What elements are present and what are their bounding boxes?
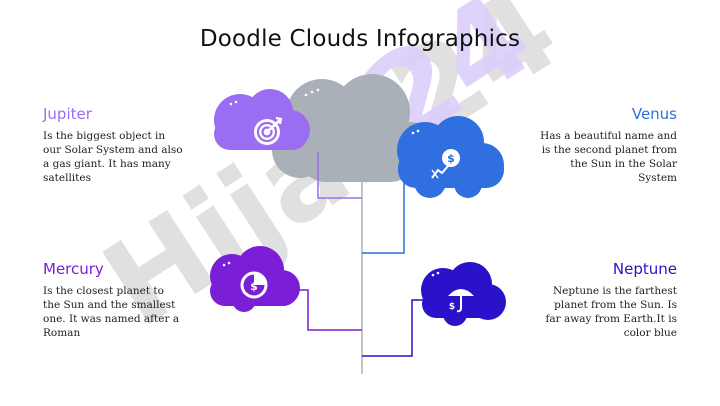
item-text: Has a beautiful name and is the second p… (540, 130, 677, 184)
item-text: Is the biggest object in our Solar Syste… (43, 130, 183, 184)
svg-text:$: $ (449, 302, 455, 312)
target-arrow-icon (254, 116, 283, 145)
item-venus: Venus Has a beautiful name and is the se… (540, 105, 677, 185)
item-neptune: Neptune Neptune is the farthest planet f… (537, 260, 677, 340)
svg-text:$: $ (250, 280, 258, 293)
item-jupiter: Jupiter Is the biggest object in our Sol… (43, 105, 183, 185)
gray-cloud-sparkle (304, 88, 320, 97)
cloud-mercury: $ (210, 246, 300, 312)
item-text: Is the closest planet to the Sun and the… (43, 285, 180, 339)
dollar-pie-chart-icon: $ (240, 271, 268, 299)
item-text: Neptune is the farthest planet from the … (545, 285, 677, 339)
item-title: Mercury (43, 260, 104, 278)
cloud-jupiter (214, 89, 310, 150)
item-mercury: Mercury Is the closest planet to the Sun… (43, 260, 181, 340)
svg-text:$: $ (447, 152, 455, 165)
dollar-coin-growth-icon: $ (431, 149, 460, 179)
page-title: Doodle Clouds Infographics (199, 26, 521, 52)
item-title: Venus (631, 105, 677, 123)
cloud-neptune: $ (421, 262, 506, 326)
connectors (290, 150, 428, 374)
cloud-venus: $ (397, 116, 504, 198)
item-title: Neptune (612, 260, 677, 278)
dollar-umbrella-icon: $ (448, 289, 474, 313)
item-title: Jupiter (43, 105, 92, 123)
